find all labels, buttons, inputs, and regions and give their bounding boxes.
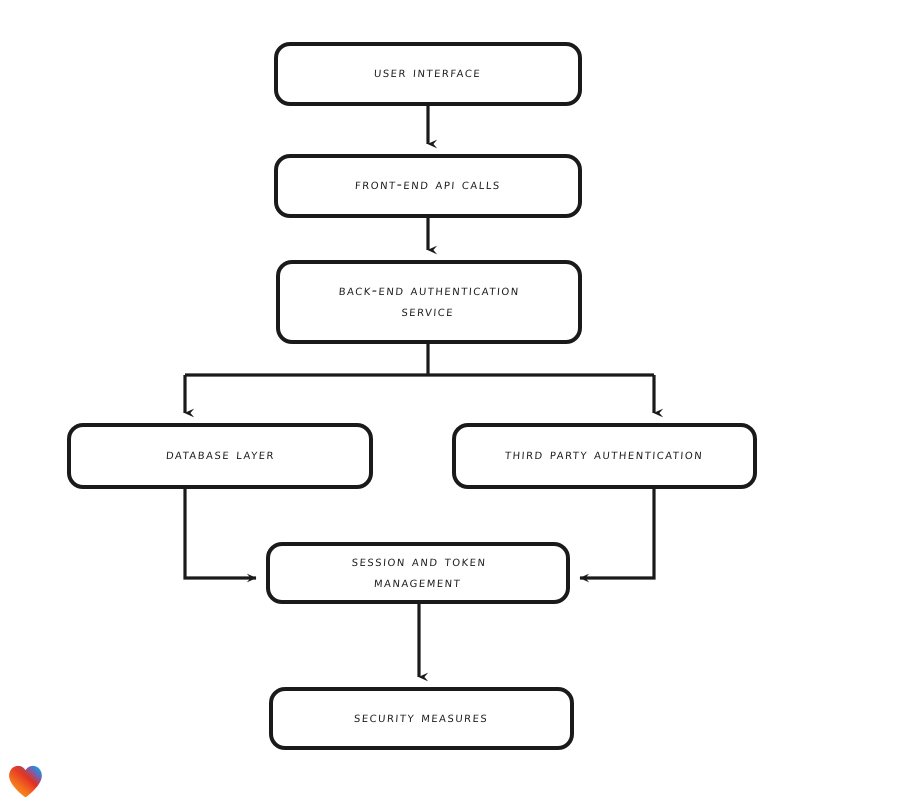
node-database-layer-label: DATABASE LAYER xyxy=(164,447,276,464)
node-session-and-token-management[interactable]: SESSION AND TOKEN MANAGEMENT xyxy=(266,542,570,604)
node-backend-authentication-service-label: BACK-END AUTHENTICATION SERVICE xyxy=(338,282,521,320)
node-third-party-authentication-label: THIRD PARTY AUTHENTICATION xyxy=(504,447,705,464)
node-security-measures-label: SECURITY MEASURES xyxy=(353,709,490,726)
node-backend-authentication-service[interactable]: BACK-END AUTHENTICATION SERVICE xyxy=(276,260,582,344)
edge-database-to-session xyxy=(183,489,257,583)
node-database-layer[interactable]: DATABASE LAYER xyxy=(67,423,373,489)
node-user-interface-label: USER INTERFACE xyxy=(373,65,483,82)
node-frontend-api-calls[interactable]: FRONT-END API CALLS xyxy=(274,154,582,218)
node-security-measures[interactable]: SECURITY MEASURES xyxy=(269,687,574,750)
node-session-and-token-management-label: SESSION AND TOKEN MANAGEMENT xyxy=(350,553,487,591)
node-third-party-authentication[interactable]: THIRD PARTY AUTHENTICATION xyxy=(452,423,757,489)
node-user-interface[interactable]: USER INTERFACE xyxy=(274,42,582,106)
heart-logo xyxy=(9,765,42,798)
edge-thirdparty-to-session xyxy=(579,489,656,583)
node-frontend-api-calls-label: FRONT-END API CALLS xyxy=(354,177,502,194)
